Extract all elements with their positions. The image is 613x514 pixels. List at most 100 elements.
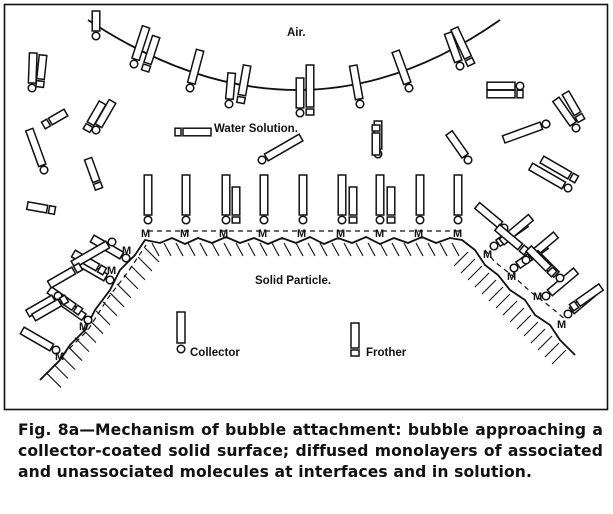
collector-molecule: [24, 127, 49, 175]
collector-molecule: [527, 162, 573, 193]
monolayer-mark: M: [55, 351, 64, 363]
hatch-line: [331, 242, 340, 257]
collector-molecule: [27, 52, 38, 93]
collector-legend-label: Collector: [190, 347, 240, 359]
hatch-line: [175, 242, 184, 257]
legend-collector: Collector: [176, 311, 240, 359]
frother-molecule: [174, 127, 212, 137]
frother-molecule: [449, 25, 476, 68]
collector-molecule: [221, 174, 231, 225]
collector-molecule: [443, 30, 465, 71]
frother-molecule: [46, 262, 84, 289]
collector-molecule: [70, 237, 117, 269]
hatch-line: [235, 242, 244, 257]
hatch-line: [130, 265, 146, 281]
collector-molecule: [185, 48, 205, 93]
hatch-line: [427, 242, 436, 257]
hatch-line: [67, 346, 83, 361]
hatch-line: [223, 242, 232, 257]
monolayer-mark: M: [79, 321, 88, 333]
hatch-line: [474, 272, 490, 288]
monolayer-mark: M: [557, 319, 566, 331]
hatch-line: [481, 279, 497, 295]
hatch-line: [453, 251, 469, 267]
hatch-line: [391, 242, 400, 257]
collector-molecule: [19, 326, 61, 355]
collector-molecule: [453, 174, 463, 225]
hatch-line: [46, 373, 62, 388]
hatch-line: [123, 274, 139, 290]
hatch-line: [116, 283, 132, 299]
monolayer-mark: M: [180, 228, 189, 240]
collector-molecule: [348, 64, 365, 109]
hatch-line: [403, 242, 412, 257]
hatch-line: [271, 242, 280, 257]
hatch-line: [488, 286, 504, 302]
collector-molecule: [375, 174, 385, 225]
hatch-line: [247, 242, 256, 257]
hatch-line: [509, 307, 525, 323]
water-solution-label: Water Solution.: [214, 123, 298, 135]
frother-molecule: [235, 64, 252, 105]
frother-molecule: [140, 34, 161, 73]
collector-molecule: [551, 96, 581, 133]
frother-molecule: [371, 124, 381, 156]
hatch-line: [502, 300, 518, 316]
collector-molecule: [501, 119, 551, 144]
hatch-line: [439, 242, 448, 257]
hatch-line: [307, 242, 316, 257]
figure-caption: Fig. 8a—Mechanism of bubble attachment: …: [18, 421, 603, 481]
hatch-line: [81, 328, 97, 344]
hatch-line: [467, 265, 483, 281]
collector-molecule: [181, 174, 191, 225]
frother-molecule: [30, 294, 70, 322]
collector-molecule: [298, 174, 308, 225]
hatch-line: [53, 364, 69, 379]
hatch-line: [544, 342, 560, 358]
frother-molecule: [35, 53, 48, 89]
collector-molecule: [337, 174, 347, 225]
hatch-line: [415, 242, 424, 257]
collector-molecule: [143, 174, 153, 225]
hatch-line: [211, 242, 220, 257]
hatch-line: [379, 242, 388, 257]
air-label: Air.: [287, 27, 306, 39]
hatch-line: [102, 301, 118, 317]
hatch-line: [295, 242, 304, 257]
collector-molecule: [224, 71, 237, 109]
legend-frother: Frother: [350, 322, 407, 359]
hatch-line: [367, 242, 376, 257]
frother-molecule: [386, 186, 396, 224]
frother-molecule: [561, 89, 586, 124]
hatch-line: [319, 242, 328, 257]
monolayer-mark: M: [107, 265, 116, 277]
hatch-line: [259, 242, 268, 257]
hatch-line: [144, 247, 160, 263]
hatch-line: [137, 256, 153, 272]
hatch-line: [537, 335, 553, 351]
molecules: [19, 10, 605, 355]
figure-frame: [3, 3, 609, 411]
frother-molecule: [40, 108, 69, 130]
monolayer-mark: M: [453, 228, 462, 240]
monolayer-mark: M: [122, 245, 131, 257]
hatch-line: [163, 242, 172, 257]
frother-molecule: [82, 99, 107, 134]
frother-legend-icon: [350, 322, 360, 349]
frother-molecule: [25, 201, 57, 216]
hatch-line: [551, 349, 567, 365]
hatch-line: [151, 242, 160, 257]
collector-molecule: [259, 174, 269, 225]
collector-molecule: [415, 174, 425, 225]
frother-molecule: [231, 186, 241, 224]
collector-molecule: [541, 266, 580, 301]
frother-molecule: [524, 244, 558, 278]
hatch-line: [60, 355, 76, 370]
frother-molecule: [568, 282, 605, 312]
monolayer-mark: M: [483, 249, 492, 261]
collector-molecule: [91, 98, 117, 135]
monolayer-mark: M: [375, 228, 384, 240]
frother-molecule: [305, 64, 315, 116]
hatch-line: [355, 242, 364, 257]
